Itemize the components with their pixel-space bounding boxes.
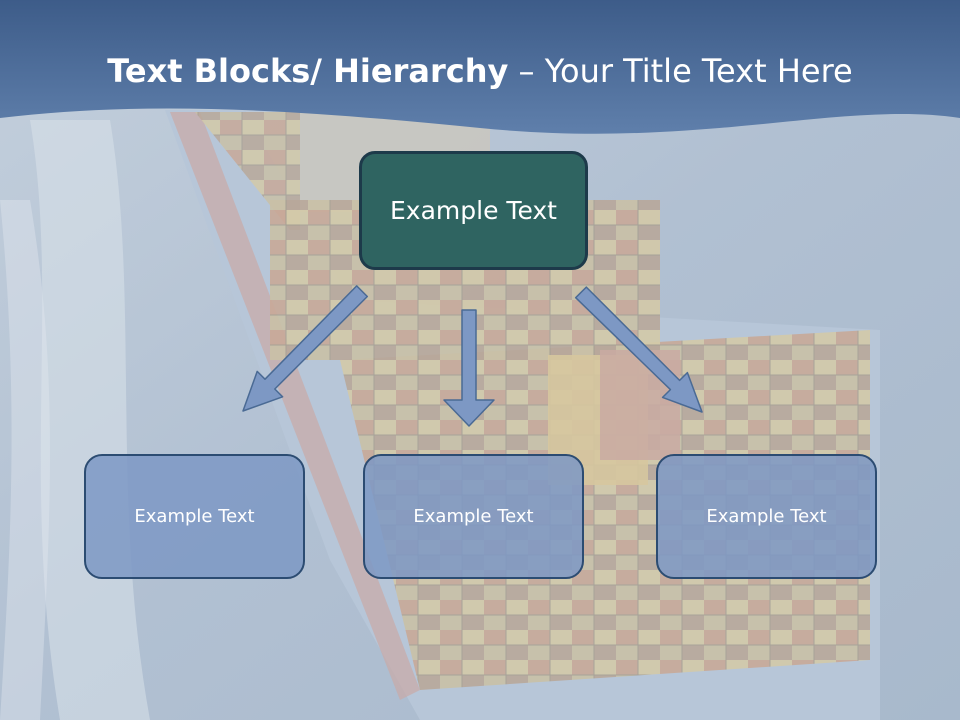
title-bold: Text Blocks/ Hierarchy (107, 52, 509, 90)
child-box-right: Example Text (656, 454, 877, 579)
child-box-left: Example Text (84, 454, 305, 579)
child-box-text: Example Text (413, 506, 534, 527)
arrow-left (242, 285, 369, 412)
slide-title: Text Blocks/ Hierarchy – Your Title Text… (0, 52, 960, 90)
top-level-box-text: Example Text (390, 196, 557, 225)
child-box-center: Example Text (363, 454, 584, 579)
arrow-center (443, 309, 495, 427)
arrow-right (574, 286, 703, 413)
top-level-box: Example Text (359, 151, 588, 270)
child-box-text: Example Text (134, 506, 255, 527)
title-rest: Your Title Text Here (544, 52, 853, 90)
child-box-text: Example Text (706, 506, 827, 527)
title-dash: – (508, 52, 545, 90)
